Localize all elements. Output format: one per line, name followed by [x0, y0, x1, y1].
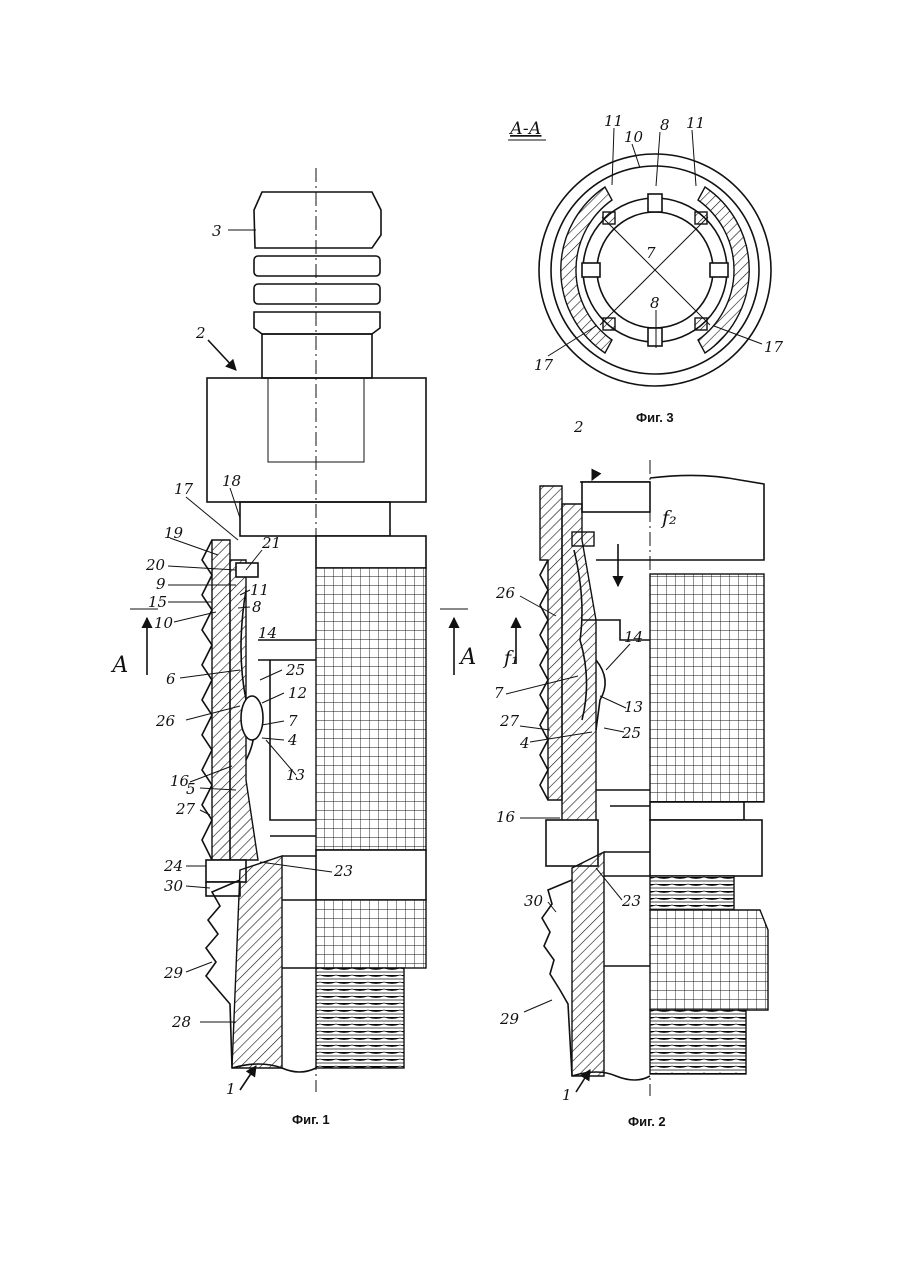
fig1-label-24: 24 — [163, 857, 183, 875]
fig2-label-1: 1 — [562, 1086, 572, 1104]
fig1-label-18: 18 — [222, 472, 241, 490]
fig1-label-15: 15 — [148, 593, 167, 611]
fig2-label-14: 14 — [624, 628, 643, 646]
fig1-label-29: 29 — [163, 964, 184, 982]
fig1-label-3: 3 — [212, 222, 222, 240]
fig1-label-21: 21 — [261, 534, 281, 552]
fig2-label-16: 16 — [496, 808, 516, 826]
fig2-label-f1: f₁ — [502, 647, 519, 669]
fig1-label-14: 14 — [258, 624, 277, 642]
fig3-section-title: А-А — [509, 119, 542, 139]
fig2-label-30: 30 — [524, 892, 544, 910]
figure-1: 3 2 17 18 19 21 20 9 11 15 8 10 14 А А 2… — [110, 168, 477, 1127]
fig3-label-17-left: 17 — [534, 356, 554, 374]
fig2-label-13: 13 — [624, 698, 643, 716]
fig3-label-11-left: 11 — [604, 112, 623, 130]
fig1-label-9: 9 — [156, 575, 166, 593]
fig1-label-6: 6 — [166, 670, 176, 688]
fig3-label-7: 7 — [646, 244, 656, 262]
fig1-label-13: 13 — [286, 766, 305, 784]
fig2-caption: Фиг. 2 — [628, 1114, 666, 1129]
fig1-section-A-right: А — [458, 645, 477, 670]
fig1-label-8: 8 — [252, 598, 262, 616]
fig1-label-30: 30 — [164, 877, 184, 895]
fig3-label-11-right: 11 — [686, 114, 705, 132]
fig3-label-8-bottom: 8 — [650, 294, 660, 312]
fig2-label-4: 4 — [519, 734, 530, 752]
fig3-caption: Фиг. 3 — [636, 410, 674, 425]
fig1-label-5: 5 — [186, 780, 196, 798]
fig1-label-1: 1 — [226, 1080, 236, 1098]
figure-3: А-А 11 10 8 11 7 8 17 — [508, 112, 784, 425]
fig1-label-7: 7 — [288, 712, 298, 730]
fig1-label-25: 25 — [285, 661, 305, 679]
fig3-label-10: 10 — [624, 128, 644, 146]
fig1-label-27: 27 — [175, 800, 196, 818]
fig1-caption: Фиг. 1 — [292, 1112, 330, 1127]
fig3-label-17-right: 17 — [764, 338, 784, 356]
fig3-label-8-top: 8 — [660, 116, 670, 134]
fig1-label-2: 2 — [195, 324, 206, 342]
fig1-label-17: 17 — [174, 480, 194, 498]
fig1-label-10: 10 — [154, 614, 174, 632]
fig1-label-12: 12 — [288, 684, 307, 702]
fig2-label-2: 2 — [573, 418, 584, 436]
fig2-label-27: 27 — [499, 712, 520, 730]
fig1-label-23: 23 — [333, 862, 353, 880]
fig1-label-20: 20 — [145, 556, 166, 574]
fig1-label-4: 4 — [287, 731, 298, 749]
fig2-label-25: 25 — [621, 724, 641, 742]
fig2-label-26: 26 — [495, 584, 516, 602]
fig2-label-29: 29 — [499, 1010, 520, 1028]
fig1-label-28: 28 — [171, 1013, 191, 1031]
fig1-section-A-left: А — [110, 653, 129, 678]
figure-2: 2 f₂ 26 f₁ 14 7 13 27 25 4 16 23 30 29 1… — [494, 418, 768, 1129]
fig1-label-11: 11 — [250, 581, 269, 599]
fig2-label-7: 7 — [494, 684, 504, 702]
fig2-label-f2: f₂ — [660, 507, 677, 529]
fig1-label-26: 26 — [155, 712, 176, 730]
fig2-label-23: 23 — [621, 892, 641, 910]
fig1-label-19: 19 — [164, 524, 184, 542]
